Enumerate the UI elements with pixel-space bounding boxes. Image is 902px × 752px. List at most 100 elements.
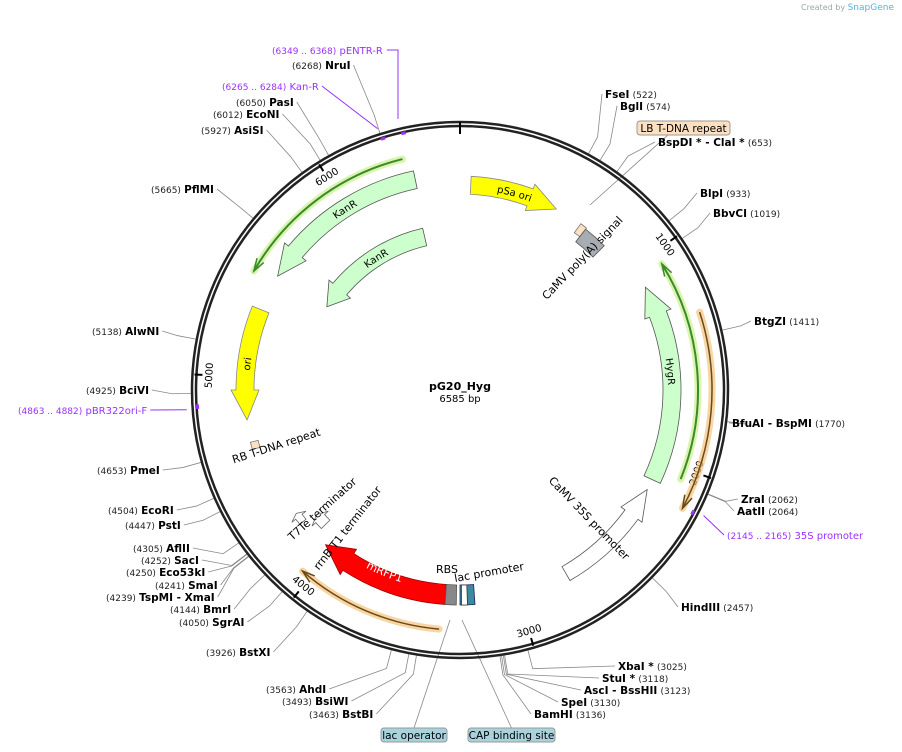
enzyme-position: (5927)	[201, 127, 231, 137]
label-cap-site: CAP binding site	[469, 730, 555, 742]
enzyme-position: (933)	[726, 190, 750, 200]
enzyme-position: (2062)	[768, 496, 798, 506]
enzyme-site-label: SpeI (3130)	[561, 697, 620, 709]
feature-t7te	[291, 510, 307, 525]
enzyme-site-label: (4239) TspMI - XmaI	[106, 592, 215, 604]
enzyme-name: XbaI *	[618, 661, 654, 673]
enzyme-name: AhdI	[299, 684, 326, 696]
enzyme-leader-line	[588, 93, 603, 154]
enzyme-name: BlpI	[700, 188, 723, 200]
label-lb-repeat-box	[636, 120, 731, 136]
primer-leader	[703, 515, 725, 536]
enzyme-position: (4447)	[125, 522, 155, 532]
enzyme-leader-line	[208, 554, 248, 573]
enzyme-site-label: AscI - BssHII (3123)	[584, 685, 690, 697]
enzyme-leader-line	[192, 542, 239, 555]
primer-label: (6265 .. 6284) Kan-R	[222, 82, 319, 93]
feature-ori	[230, 305, 270, 421]
tick-label: 5000	[204, 362, 216, 388]
primer-mark	[690, 509, 696, 516]
tick-mark	[530, 637, 535, 646]
primer-mark	[400, 131, 407, 136]
enzyme-leader-line	[282, 113, 321, 161]
enzyme-leader-line	[217, 556, 250, 598]
enzyme-name: EcoNI	[246, 109, 279, 121]
enzyme-site-label: (4250) Eco53kI	[126, 567, 205, 579]
feature-kanr-inner	[326, 227, 428, 308]
enzyme-leader-line	[527, 650, 616, 670]
enzyme-site-label: HindIII (2457)	[681, 602, 753, 614]
enzyme-site-label: (4305) AflII	[133, 543, 190, 555]
enzyme-position: (4239)	[106, 594, 136, 604]
feature-rbs	[444, 584, 458, 606]
enzyme-position: (4925)	[86, 387, 116, 397]
enzyme-leader-line	[183, 511, 221, 526]
enzyme-site-label: AatII (2064)	[737, 506, 798, 518]
enzyme-site-label: (3926) BstXI	[206, 647, 270, 659]
primer-outer-orange	[681, 311, 713, 509]
enzyme-name: PflMI	[184, 184, 214, 196]
enzyme-position: (4252)	[141, 557, 171, 567]
label-lb-repeat: LB T-DNA repeat	[640, 123, 726, 135]
enzyme-name: TspMI - XmaI	[139, 592, 215, 604]
enzyme-position: (6050)	[236, 99, 266, 109]
feature-kanr-outer	[277, 170, 418, 277]
enzyme-name: AatII	[737, 506, 765, 518]
feature-camv-polya	[575, 228, 605, 258]
enzyme-site-label: BglI (574)	[620, 101, 670, 113]
enzyme-site-label: BbvCI (1019)	[713, 208, 780, 220]
label-cap-site-leader	[461, 619, 512, 729]
enzyme-leader-line	[722, 320, 752, 331]
enzyme-site-label: (4653) PmeI	[97, 465, 160, 477]
primer-label: (2145 .. 2165) 35S promoter	[727, 531, 864, 542]
enzyme-name: BfuAI - BspMI	[732, 418, 812, 430]
enzyme-site-label: (4447) PstI	[125, 520, 181, 532]
enzyme-name: ZraI	[741, 494, 765, 506]
enzyme-position: (574)	[646, 103, 670, 113]
enzyme-site-label: ZraI (2062)	[741, 494, 798, 506]
enzyme-position: (4144)	[170, 606, 200, 616]
enzyme-position: (3926)	[206, 649, 236, 659]
enzyme-leader-line	[682, 212, 711, 239]
enzyme-site-label: BlpI (933)	[700, 188, 750, 200]
enzyme-leader-line	[707, 493, 739, 502]
label-cap-site-box	[467, 727, 556, 743]
primer-name: Kan-R	[289, 82, 318, 93]
enzyme-name: AflII	[166, 543, 190, 555]
enzyme-leader-line	[616, 141, 656, 172]
enzyme-site-label: (5665) PflMI	[151, 184, 214, 196]
enzyme-name: AlwNI	[125, 326, 159, 338]
enzyme-leader-line	[351, 654, 410, 702]
tick-mark	[318, 163, 325, 172]
label-ori: ori	[242, 357, 255, 371]
enzyme-name: AscI - BssHII	[584, 685, 657, 697]
enzyme-name: EcoRI	[141, 505, 174, 517]
enzyme-position: (1770)	[815, 420, 845, 430]
enzyme-position: (3493)	[282, 698, 312, 708]
tick-label: 3000	[516, 623, 543, 641]
enzyme-name: BtgZI	[754, 316, 786, 328]
enzyme-name: AsiSI	[234, 125, 263, 137]
enzyme-leader-line	[652, 577, 679, 608]
enzyme-position: (4050)	[179, 619, 209, 629]
enzyme-position: (3025)	[657, 663, 687, 673]
enzyme-leader-line	[501, 655, 559, 703]
label-lac-operator-box	[380, 727, 448, 743]
enzyme-site-label: BamHI (3136)	[534, 709, 606, 721]
enzyme-leader-line	[162, 330, 196, 340]
enzyme-name: SgrAI	[212, 617, 244, 629]
enzyme-name: BbvCI	[713, 208, 747, 220]
enzyme-name: SmaI	[188, 580, 218, 592]
enzyme-name: PasI	[269, 97, 294, 109]
enzyme-position: (5665)	[151, 186, 181, 196]
enzyme-name: HindIII	[681, 602, 720, 614]
credit-prefix: Created by	[801, 3, 846, 12]
enzyme-position: (2457)	[723, 604, 753, 614]
primer-mark	[380, 136, 386, 141]
primer-outer-orange-arrowhead	[681, 494, 693, 511]
enzyme-name: BamHI	[534, 709, 573, 721]
enzyme-leader-line	[233, 574, 265, 610]
credit-brand: SnapGene	[847, 3, 894, 13]
enzyme-position: (653)	[748, 139, 772, 149]
